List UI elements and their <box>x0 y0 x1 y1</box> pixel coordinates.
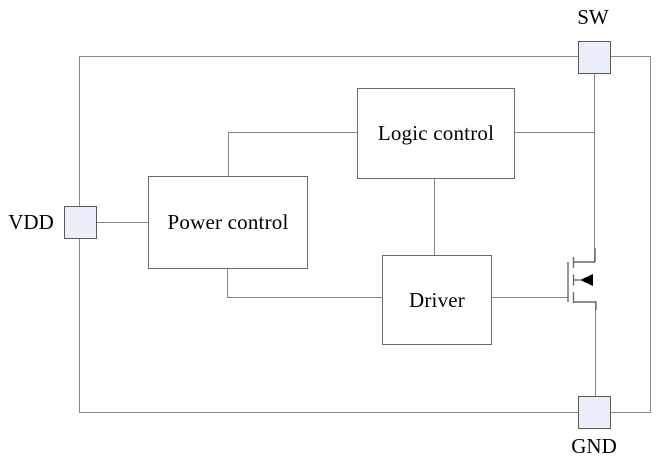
wire-source-to-gnd <box>595 301 596 397</box>
wire-driver-to-gate <box>490 297 568 298</box>
wire-power-to-driver-vertical <box>227 267 228 298</box>
block-logic-control: Logic control <box>357 88 515 179</box>
pad-vdd <box>64 206 97 239</box>
wire-logic-to-sw-net <box>513 132 595 133</box>
wire-logic-to-driver <box>434 177 435 255</box>
wire-vdd-to-power-control <box>95 222 148 223</box>
body-arrow-icon <box>580 274 593 286</box>
wire-power-to-logic-horizontal <box>228 132 357 133</box>
wire-sw-to-drain <box>594 72 595 263</box>
pin-label-gnd: GND <box>571 434 617 458</box>
block-driver-label: Driver <box>408 287 465 312</box>
nmos-mosfet-icon <box>567 248 597 310</box>
wire-power-to-logic-vertical <box>228 132 229 176</box>
pad-gnd <box>578 396 611 429</box>
pin-label-sw: SW <box>577 5 609 29</box>
block-logic-control-label: Logic control <box>377 121 495 145</box>
wire-power-to-driver-horizontal <box>227 297 382 298</box>
block-driver: Driver <box>382 255 492 345</box>
pad-sw <box>578 41 611 74</box>
block-power-control-label: Power control <box>167 210 289 234</box>
block-power-control: Power control <box>148 176 308 269</box>
pin-label-vdd: VDD <box>8 210 54 234</box>
